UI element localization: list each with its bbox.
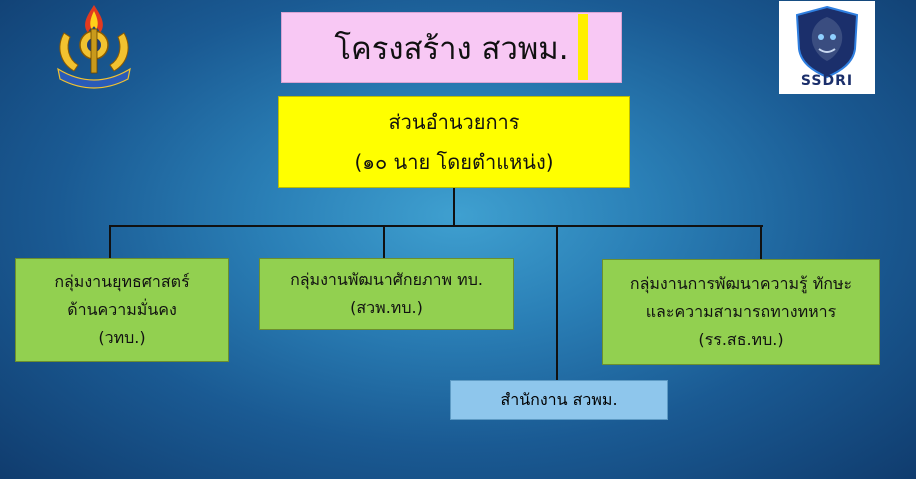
connector-to-group-1 (109, 225, 111, 258)
army-emblem-logo (52, 3, 136, 89)
node-line: (สวพ.ทบ.) (350, 298, 423, 317)
node-line: ส่วนอำนวยการ (388, 110, 520, 134)
org-node-office: สำนักงาน สวพม. (450, 380, 668, 420)
node-line: (วทบ.) (98, 328, 146, 347)
node-line: กลุ่มงานพัฒนาศักยภาพ ทบ. (290, 270, 483, 289)
ssdri-logo (779, 1, 875, 94)
org-node-capability-group: กลุ่มงานพัฒนาศักยภาพ ทบ. (สวพ.ทบ.) (259, 258, 514, 330)
connector-to-group-2 (383, 225, 385, 258)
node-line: (รร.สธ.ทบ.) (698, 330, 784, 349)
node-line: ด้านความมั่นคง (67, 300, 177, 319)
text-cursor-highlight (578, 14, 588, 80)
org-node-administration: ส่วนอำนวยการ (๑๐ นาย โดยตำแหน่ง) (278, 96, 630, 188)
node-line: กลุ่มงานยุทธศาสตร์ (54, 272, 190, 291)
node-line: (๑๐ นาย โดยตำแหน่ง) (354, 150, 554, 174)
connector-horizontal (109, 225, 763, 227)
ssdri-logo-text: SSDRI (800, 73, 854, 89)
page-title: โครงสร้าง สวพม. (281, 12, 622, 83)
org-node-strategy-group: กลุ่มงานยุทธศาสตร์ ด้านความมั่นคง (วทบ.) (15, 258, 229, 362)
connector-to-office (556, 225, 558, 380)
node-line: กลุ่มงานการพัฒนาความรู้ ทักษะ (629, 274, 853, 293)
org-node-knowledge-group: กลุ่มงานการพัฒนาความรู้ ทักษะ และความสาม… (602, 259, 880, 365)
connector-to-group-3 (760, 225, 762, 259)
connector-trunk (453, 188, 455, 226)
node-line: และความสามารถทางทหาร (645, 302, 837, 321)
